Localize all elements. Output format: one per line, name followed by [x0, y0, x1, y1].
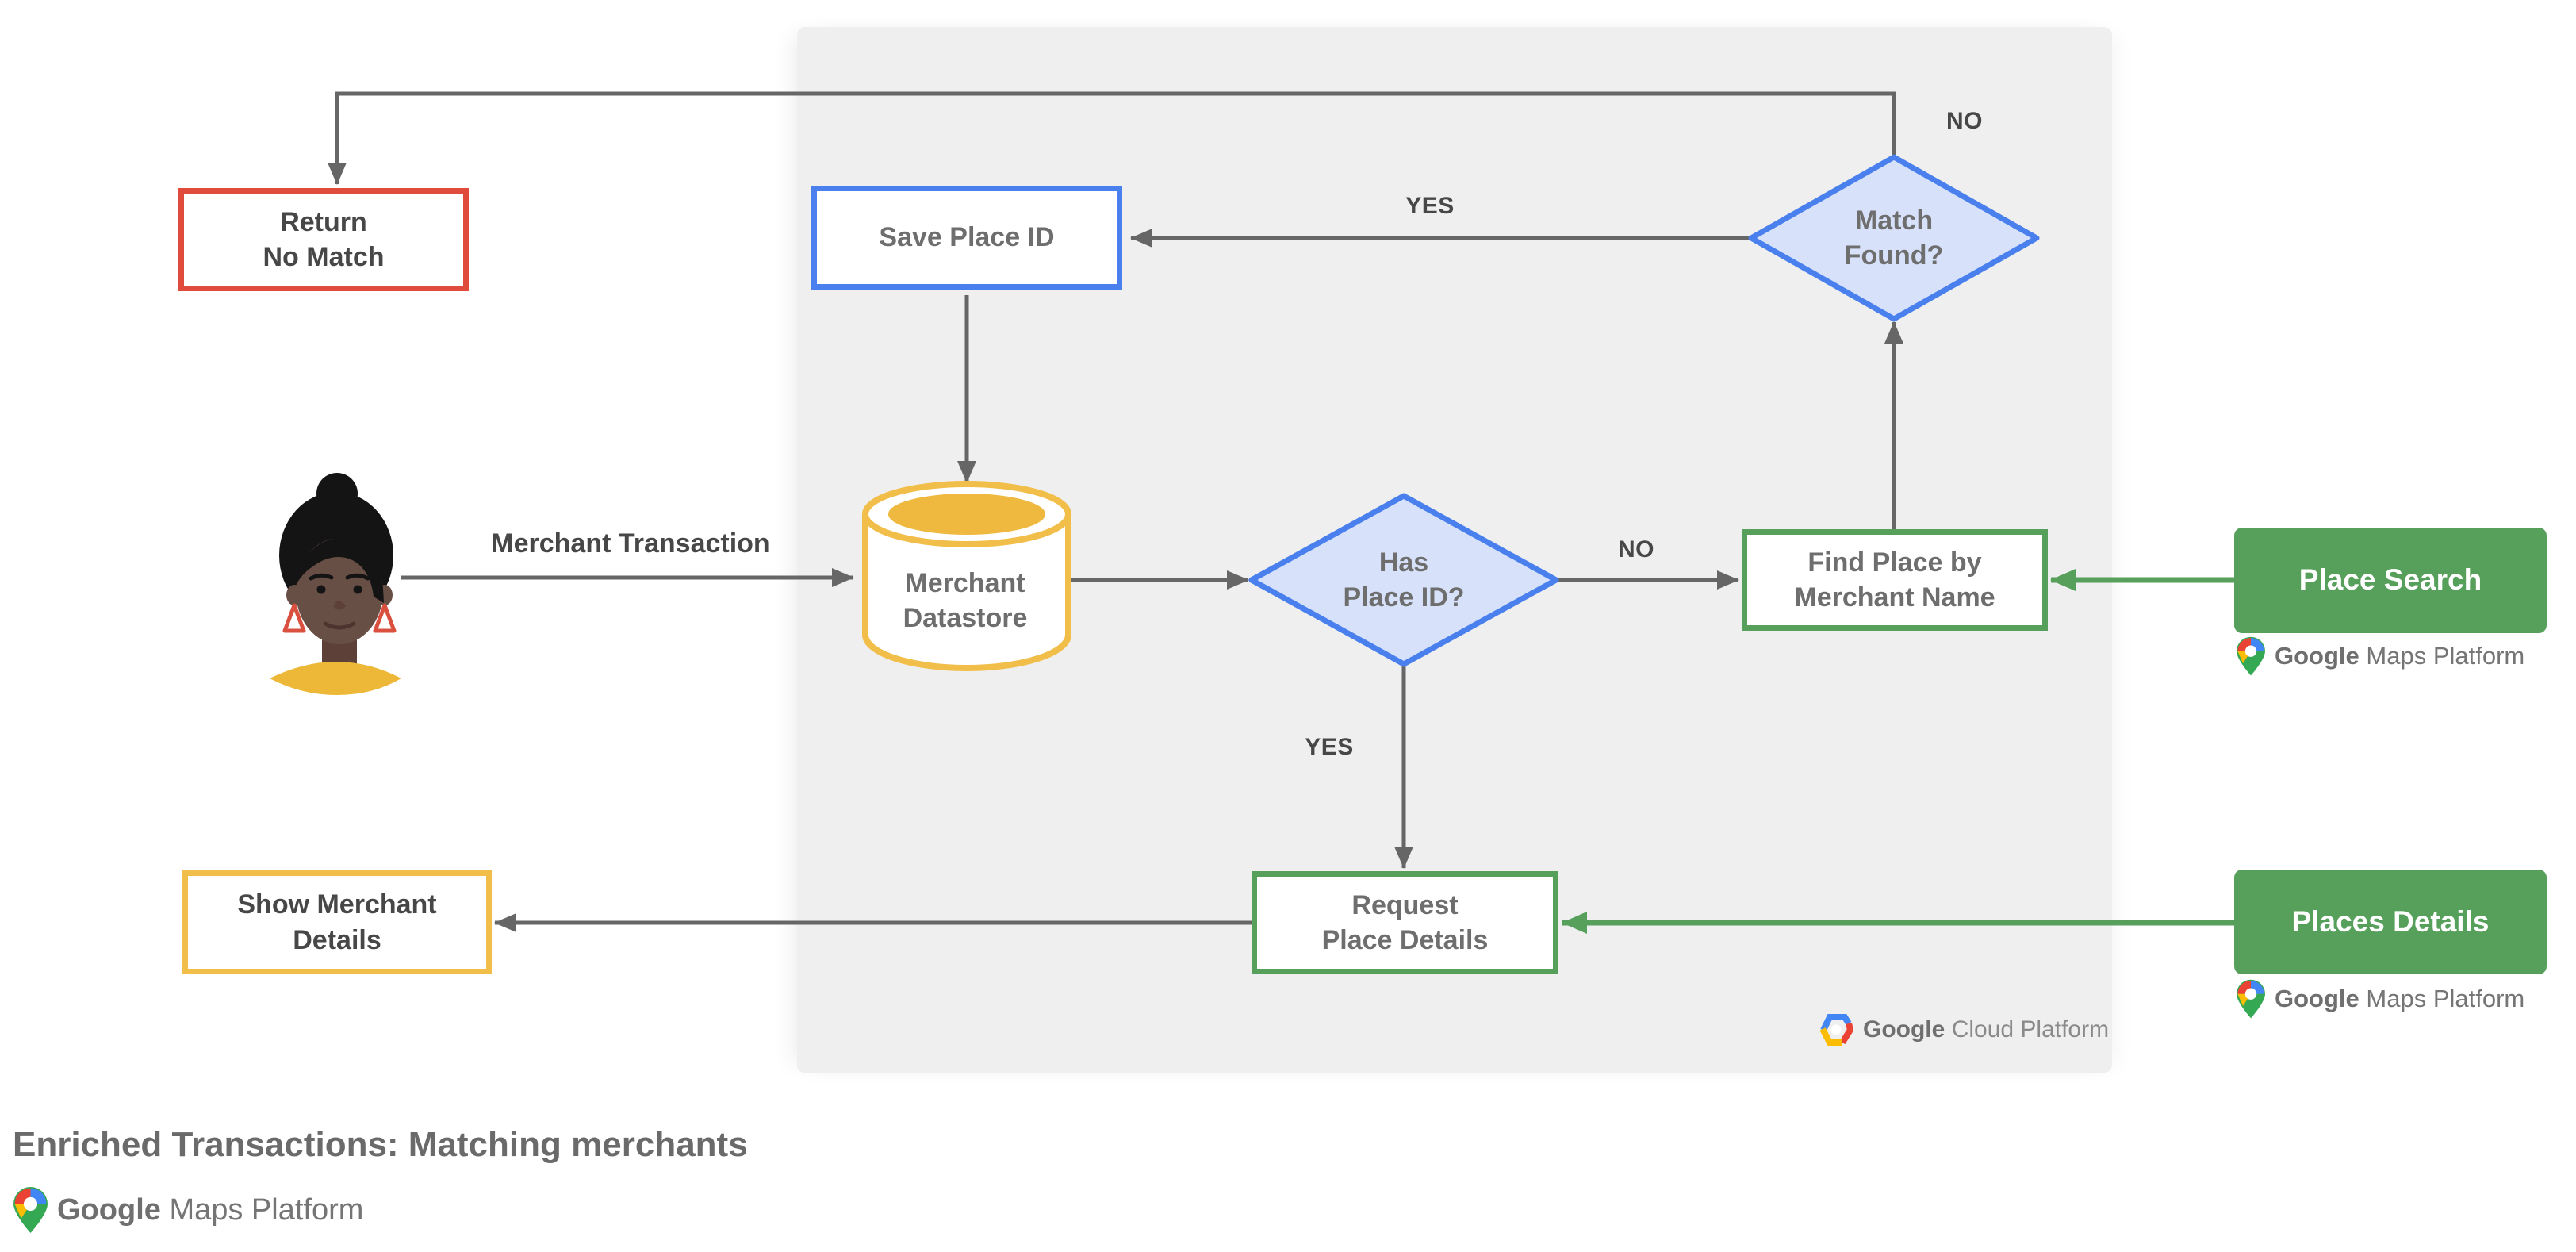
- maps-pin-icon: [2237, 636, 2265, 676]
- node-request-place-details: Request Place Details: [1252, 871, 1558, 974]
- merchant-user-avatar: [262, 460, 404, 698]
- gmp-product: Maps Platform: [2366, 985, 2525, 1012]
- gmp-google: Google: [2275, 985, 2359, 1012]
- node-label: No Match: [263, 242, 385, 272]
- edge-label-no-top: NO: [1946, 108, 1983, 134]
- node-label: Details: [293, 924, 381, 955]
- gmp-product: Maps Platform: [169, 1192, 364, 1227]
- gmp-logo-place-search: Google Maps Platform: [2237, 636, 2524, 676]
- gmp-google: Google: [2275, 642, 2359, 670]
- gcp-logo: Google Cloud Platform: [1819, 1014, 2109, 1046]
- node-place-search-api: Place Search: [2234, 528, 2547, 633]
- maps-pin-icon: [13, 1187, 48, 1233]
- person-icon: [270, 473, 401, 695]
- gmp-logo-text: Google Maps Platform: [57, 1193, 363, 1227]
- decision-has-place-id: [1248, 493, 1559, 667]
- node-label: Show Merchant: [237, 889, 437, 920]
- node-label: Find Place by: [1807, 547, 1982, 578]
- gmp-logo-places-details: Google Maps Platform: [2237, 979, 2524, 1019]
- edge-no-match-found-to-return: [328, 91, 1896, 185]
- edge-label-no-mid: NO: [1618, 536, 1654, 563]
- node-label: Place Details: [1321, 925, 1489, 955]
- gmp-logo-text: Google Maps Platform: [2275, 985, 2524, 1013]
- edge-label-yes-mid: YES: [1305, 734, 1354, 760]
- node-label: Request: [1351, 889, 1459, 920]
- edge-label-yes-top: YES: [1405, 193, 1455, 219]
- node-label: Merchant Name: [1794, 582, 1995, 613]
- node-label: Save Place ID: [879, 222, 1055, 253]
- node-label: Place Search: [2298, 563, 2482, 597]
- gcp-product: Cloud Platform: [1951, 1016, 2110, 1043]
- node-label: Places Details: [2291, 904, 2490, 938]
- node-return-no-match: Return No Match: [178, 188, 469, 291]
- node-find-place-by-merchant-name: Find Place by Merchant Name: [1742, 529, 2048, 631]
- datastore-cylinder: [862, 481, 1071, 671]
- gmp-logo-footer: Google Maps Platform: [13, 1187, 363, 1233]
- gcp-logo-text: Google Cloud Platform: [1863, 1016, 2109, 1043]
- decision-match-found: [1748, 154, 2040, 322]
- edge-label-merchant-transaction: Merchant Transaction: [491, 528, 770, 559]
- maps-pin-icon: [2237, 979, 2265, 1019]
- gcp-hexagon-icon: [1819, 1014, 1853, 1046]
- gmp-google: Google: [57, 1192, 161, 1227]
- node-save-place-id: Save Place ID: [811, 186, 1122, 290]
- node-label: Return: [280, 206, 367, 237]
- gcp-google: Google: [1863, 1016, 1945, 1043]
- gmp-logo-text: Google Maps Platform: [2275, 642, 2524, 670]
- node-show-merchant-details: Show Merchant Details: [182, 870, 492, 974]
- diagram-title: Enriched Transactions: Matching merchant…: [13, 1125, 748, 1164]
- node-places-details-api: Places Details: [2234, 870, 2547, 974]
- gmp-product: Maps Platform: [2366, 642, 2525, 670]
